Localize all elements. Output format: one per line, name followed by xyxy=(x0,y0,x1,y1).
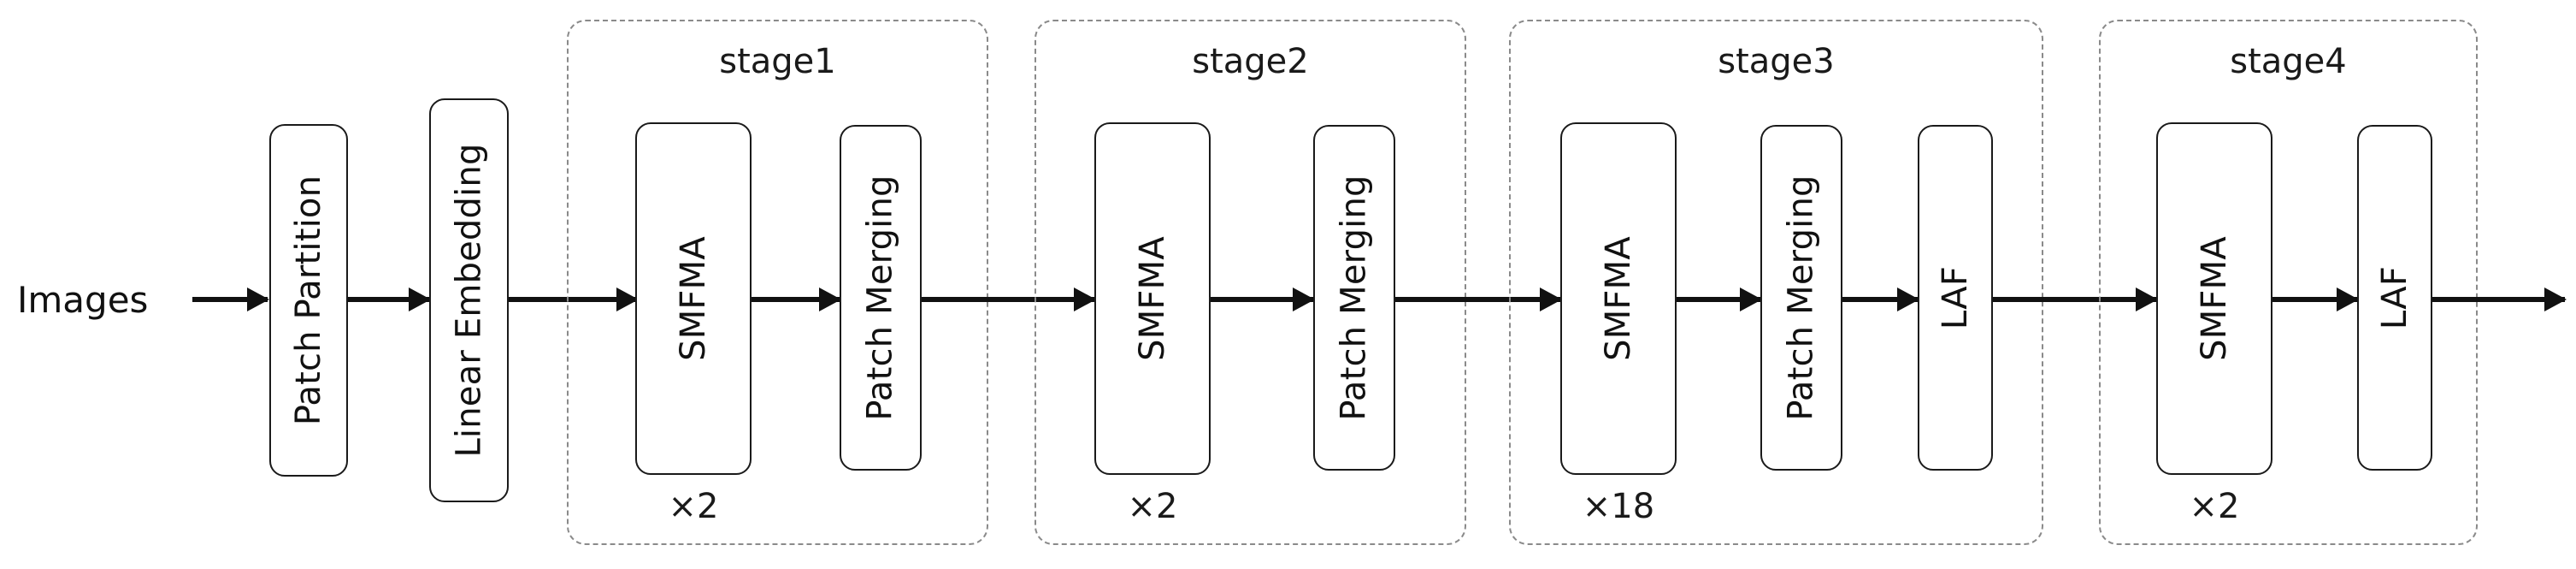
module-label: SMFMA xyxy=(2195,236,2235,361)
module-stage1-smfma: SMFMA xyxy=(635,122,752,475)
module-label: Patch Partition xyxy=(289,175,328,426)
module-stage4-smfma: SMFMA xyxy=(2156,122,2272,475)
repeat-count-stage1: ×2 xyxy=(668,487,719,526)
module-label: Patch Merging xyxy=(861,175,901,421)
arrow-images-to-patch-partition xyxy=(192,297,268,302)
repeat-count-stage2: ×2 xyxy=(1127,487,1178,526)
stage-label-stage4: stage4 xyxy=(2230,42,2347,81)
module-label: LAF xyxy=(2375,265,2414,330)
module-label: Linear Embedding xyxy=(449,143,489,458)
arrow-stage1-to-stage2 xyxy=(922,297,1094,302)
arrow-linear-embedding-to-stage1 xyxy=(509,297,637,302)
module-patch-partition: Patch Partition xyxy=(269,124,348,477)
arrow-stage4-smfma-to-laf xyxy=(2272,297,2357,302)
module-label: Patch Merging xyxy=(1782,175,1822,421)
module-label: SMFMA xyxy=(1133,236,1173,361)
module-stage2-patch-merging: Patch Merging xyxy=(1313,125,1395,471)
module-linear-embedding: Linear Embedding xyxy=(429,98,509,502)
module-label: LAF xyxy=(1936,265,1975,330)
module-stage3-laf: LAF xyxy=(1918,125,1993,471)
repeat-count-stage3: ×18 xyxy=(1582,487,1655,526)
arrow-stage3-patch-merging-to-laf xyxy=(1842,297,1918,302)
module-label: SMFMA xyxy=(1599,236,1639,361)
arrow-patch-partition-to-linear-embedding xyxy=(348,297,429,302)
module-stage3-smfma: SMFMA xyxy=(1560,122,1677,475)
module-stage4-laf: LAF xyxy=(2357,125,2432,471)
stage-container-stage1 xyxy=(567,20,988,545)
repeat-count-stage4: ×2 xyxy=(2189,487,2240,526)
arrow-stage3-to-stage4 xyxy=(1993,297,2156,302)
arrow-stage1-smfma-to-patch-merging xyxy=(752,297,840,302)
arrow-stage3-smfma-to-patch-merging xyxy=(1677,297,1760,302)
stage-container-stage3 xyxy=(1509,20,2043,545)
module-label: Patch Merging xyxy=(1335,175,1375,421)
arrow-stage2-to-stage3 xyxy=(1395,297,1560,302)
arrow-stage2-smfma-to-patch-merging xyxy=(1211,297,1313,302)
module-stage1-patch-merging: Patch Merging xyxy=(840,125,922,471)
module-label: SMFMA xyxy=(674,236,714,361)
stage-label-stage2: stage2 xyxy=(1192,42,1309,81)
input-images-label: Images xyxy=(17,279,149,321)
stage-label-stage3: stage3 xyxy=(1718,42,1835,81)
stage-container-stage2 xyxy=(1035,20,1466,545)
module-stage3-patch-merging: Patch Merging xyxy=(1760,125,1842,471)
arrow-output xyxy=(2432,297,2565,302)
stage-container-stage4 xyxy=(2099,20,2478,545)
stage-label-stage1: stage1 xyxy=(719,42,836,81)
module-stage2-smfma: SMFMA xyxy=(1094,122,1211,475)
